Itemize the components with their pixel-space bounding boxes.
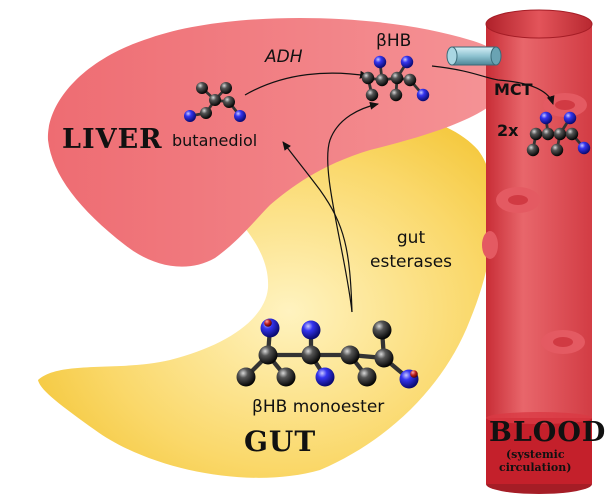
gut-esterases-line1: gut: [396, 228, 426, 248]
oxygen-atom: [373, 55, 387, 69]
oxygen-atom: [315, 367, 335, 387]
bhb-monoester-label: βHB monoester: [252, 397, 385, 417]
carbon-atom: [361, 71, 375, 85]
oxygen-atom: [301, 320, 321, 340]
carbon-atom: [365, 88, 379, 102]
carbon-atom: [374, 348, 394, 368]
gut-organ: [38, 108, 495, 478]
carbon-atom: [529, 127, 543, 141]
blood-vessel: [482, 9, 593, 494]
mct-transporter-icon: [446, 46, 502, 66]
carbon-atom: [541, 127, 555, 141]
carbon-atom: [340, 345, 360, 365]
butanediol-label: butanediol: [172, 131, 258, 150]
adh-arrow: [244, 70, 369, 96]
bhb-liver-molecule-icon: [361, 55, 430, 102]
blood-cell: [496, 187, 540, 213]
blood-cell: [541, 330, 585, 354]
systemic-line1: (systemic: [505, 448, 565, 461]
carbon-atom: [390, 71, 404, 85]
adh-enzyme-label: ADH: [265, 47, 303, 67]
butanediol-molecule-icon: [184, 82, 246, 122]
systemic-circulation-label: (systemic circulation): [499, 448, 571, 474]
carbon-atom: [375, 73, 389, 87]
carbon-atom: [565, 127, 579, 141]
hydrogen-atom: [264, 319, 272, 327]
systemic-line2: circulation): [499, 461, 572, 474]
carbon-atom: [553, 127, 567, 141]
carbon-atom: [200, 107, 212, 119]
mct-arrow: [431, 65, 555, 105]
hydrogen-atom: [410, 370, 418, 378]
carbon-atom: [357, 367, 377, 387]
carbon-atom: [220, 82, 232, 94]
carbon-atom: [403, 73, 417, 87]
gut-esterases-label: gut esterases: [370, 226, 452, 274]
carbon-atom: [372, 320, 392, 340]
oxygen-atom: [184, 110, 196, 122]
oxygen-atom: [234, 110, 246, 122]
mct-label: MCT: [494, 80, 533, 99]
liver-label: LIVER: [62, 124, 163, 155]
esterase-arrow-to-butanediol: [282, 141, 353, 313]
gut-esterases-line2: esterases: [370, 252, 453, 272]
gut-label: GUT: [244, 425, 317, 458]
carbon-atom: [389, 88, 403, 102]
carbon-atom: [209, 94, 221, 106]
carbon-atom: [223, 96, 235, 108]
oxygen-atom: [539, 111, 553, 125]
blood-cell: [482, 231, 498, 259]
oxygen-atom: [563, 111, 577, 125]
oxygen-atom: [400, 55, 414, 69]
carbon-atom: [550, 143, 564, 157]
two-x-label: 2x: [497, 121, 519, 140]
carbon-atom: [258, 345, 278, 365]
carbon-atom: [236, 367, 256, 387]
carbon-atom: [196, 82, 208, 94]
carbon-atom: [276, 367, 296, 387]
oxygen-atom: [416, 88, 430, 102]
bhb-monoester-molecule-icon: [236, 318, 419, 389]
bhb-blood-molecule-icon: [526, 111, 591, 157]
blood-label: BLOOD: [489, 417, 605, 448]
esterase-arrow-to-bhb: [327, 101, 379, 313]
carbon-atom: [526, 143, 540, 157]
oxygen-atom: [577, 141, 591, 155]
carbon-atom: [301, 345, 321, 365]
bhb-label: βHB: [376, 31, 412, 51]
